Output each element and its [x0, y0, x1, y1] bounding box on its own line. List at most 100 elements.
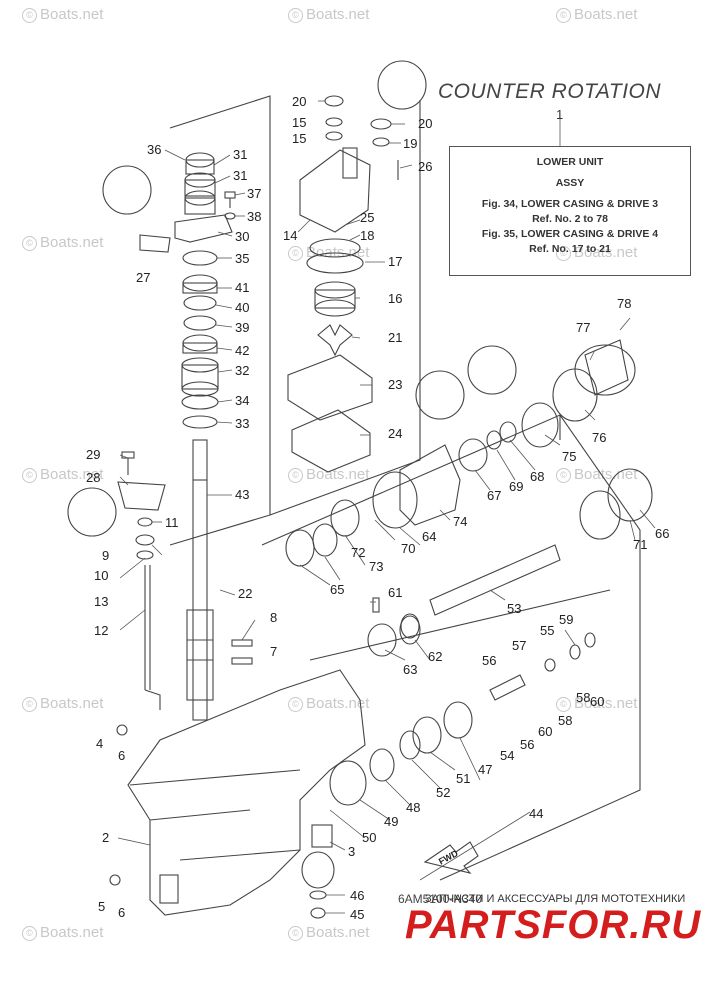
part-label: 78	[617, 296, 631, 311]
part-label: 32	[235, 363, 249, 378]
part-label: 42	[235, 343, 249, 358]
part-label: 66	[655, 526, 669, 541]
info-line: Ref. No. 17 to 21	[529, 243, 611, 255]
part-label: 33	[235, 416, 249, 431]
part-label: 17	[388, 254, 402, 269]
info-line: LOWER UNIT	[536, 156, 604, 168]
part-label: 10	[94, 568, 108, 583]
part-label: 31	[233, 147, 247, 162]
info-box: 1 LOWER UNIT ASSY Fig. 34, LOWER CASING …	[449, 107, 691, 276]
watermark: ©Boats.net	[288, 695, 369, 712]
part-label: 43	[235, 487, 249, 502]
watermark: ©Boats.net	[22, 466, 103, 483]
watermark: ©Boats.net	[22, 234, 103, 251]
part-label: 37	[247, 186, 261, 201]
part-label: 9	[102, 548, 109, 563]
part-label: 52	[436, 785, 450, 800]
part-label: 58	[576, 690, 590, 705]
part-label: 14	[283, 228, 297, 243]
part-label: 6	[118, 748, 125, 763]
part-label: 7	[270, 644, 277, 659]
part-label: 70	[401, 541, 415, 556]
part-label: 63	[403, 662, 417, 677]
part-label: 40	[235, 300, 249, 315]
part-label: 13	[94, 594, 108, 609]
part-label: 36	[147, 142, 161, 157]
part-label: 45	[350, 907, 364, 922]
part-label: 75	[562, 449, 576, 464]
part-label: 67	[487, 488, 501, 503]
part-label: 44	[529, 806, 543, 821]
part-label: 56	[520, 737, 534, 752]
part-label: 65	[330, 582, 344, 597]
part-label: 16	[388, 291, 402, 306]
watermark: ©Boats.net	[288, 466, 369, 483]
part-label: 15	[292, 115, 306, 130]
part-label: 11	[165, 515, 179, 530]
part-label: 64	[422, 529, 436, 544]
part-label: 49	[384, 814, 398, 829]
part-label: 20	[292, 94, 306, 109]
watermark: ©Boats.net	[22, 6, 103, 23]
part-label: 50	[362, 830, 376, 845]
part-label: 4	[96, 736, 103, 751]
part-label: 48	[406, 800, 420, 815]
part-label: 18	[360, 228, 374, 243]
part-label: 34	[235, 393, 249, 408]
part-label: 39	[235, 320, 249, 335]
part-label: 54	[500, 748, 514, 763]
part-label: 29	[86, 447, 100, 462]
info-line: ASSY	[555, 177, 585, 189]
part-label: 3	[348, 844, 355, 859]
part-label: 15	[292, 131, 306, 146]
part-label: 23	[388, 377, 402, 392]
info-box-ref: 1	[556, 107, 564, 122]
part-label: 20	[418, 116, 432, 131]
part-label: 76	[592, 430, 606, 445]
shop-tagline: ЗАПЧАСТИ И АКСЕССУАРЫ ДЛЯ МОТОТЕХНИКИ	[425, 893, 686, 905]
part-label: 22	[238, 586, 252, 601]
part-label: 19	[403, 136, 417, 151]
part-label: 72	[351, 545, 365, 560]
part-label: 68	[530, 469, 544, 484]
part-label: 74	[453, 514, 467, 529]
part-label: 61	[388, 585, 402, 600]
diagram-title: COUNTER ROTATION	[438, 80, 662, 103]
watermark: ©Boats.net	[556, 6, 637, 23]
part-label: 38	[247, 209, 261, 224]
part-label: 53	[507, 601, 521, 616]
part-label: 2	[102, 830, 109, 845]
part-label: 71	[633, 537, 647, 552]
watermark: ©Boats.net	[22, 924, 103, 941]
fwd-label: FWD	[437, 848, 460, 867]
part-label: 56	[482, 653, 496, 668]
part-label: 69	[509, 479, 523, 494]
part-label: 46	[350, 888, 364, 903]
part-label: 77	[576, 320, 590, 335]
part-label: 58	[558, 713, 572, 728]
part-label: 51	[456, 771, 470, 786]
part-label: 6	[118, 905, 125, 920]
part-label: 27	[136, 270, 150, 285]
part-label: 28	[86, 470, 100, 485]
part-label: 5	[98, 899, 105, 914]
watermark: ©Boats.net	[556, 244, 637, 261]
watermark: ©Boats.net	[22, 695, 103, 712]
drawing-code: 6AM5100-N340	[398, 892, 483, 906]
part-label: 35	[235, 251, 249, 266]
part-label: 62	[428, 649, 442, 664]
part-label: 30	[235, 229, 249, 244]
part-label: 8	[270, 610, 277, 625]
part-label: 55	[540, 623, 554, 638]
part-label: 59	[559, 612, 573, 627]
part-label: 12	[94, 623, 108, 638]
part-label: 60	[538, 724, 552, 739]
part-label: 26	[418, 159, 432, 174]
part-labels: 36 31 31 37 38 30 27 35 41 40 39 42 32 3…	[86, 94, 669, 922]
part-label: 47	[478, 762, 492, 777]
watermark: ©Boats.net	[288, 6, 369, 23]
info-line: Fig. 35, LOWER CASING & DRIVE 4	[481, 228, 659, 240]
info-line: Fig. 34, LOWER CASING & DRIVE 3	[481, 198, 659, 210]
